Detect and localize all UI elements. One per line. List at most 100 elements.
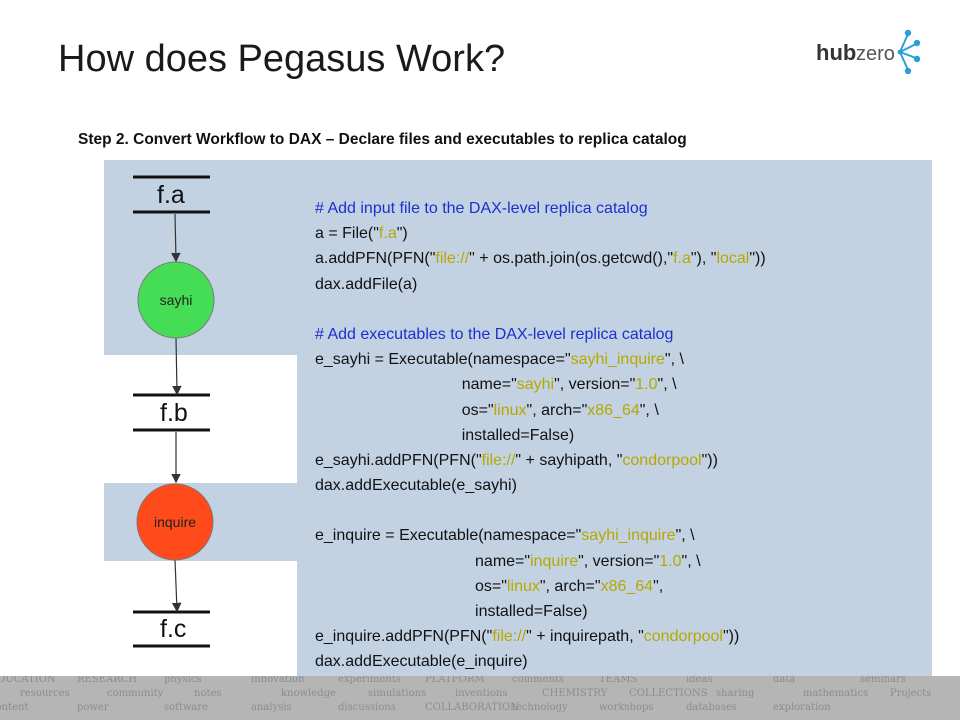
logo-zero-text: zero [856,43,895,65]
inquire-node-label: inquire [153,514,197,530]
sayhi-job-node [137,261,215,339]
code-text: e_sayhi = Executable(namespace=" [315,351,571,369]
code-line: name="inquire", version="1.0", \ [315,549,766,574]
code-string: linux [493,401,527,419]
inquire-job-node [136,483,214,561]
code-line: # Add input file to the DAX-level replic… [315,196,766,221]
code-text: " + sayhipath, " [515,451,623,469]
banner-word: data [773,676,796,685]
banner-word: software [164,702,209,713]
code-text: ", \ [664,351,684,369]
code-text: name=" [315,552,531,570]
code-line: # Add executables to the DAX-level repli… [315,322,766,347]
code-text: ", [653,577,664,595]
code-text: "), " [690,250,717,268]
banner-word: COLLECTIONS [629,688,708,699]
code-string: inquire [530,552,579,570]
dax-code-block: # Add input file to the DAX-level replic… [315,196,766,675]
code-text: e_inquire = Executable(namespace=" [315,527,582,545]
code-string: 1.0 [635,376,658,394]
code-comment: # Add input file to the DAX-level replic… [315,200,648,217]
sayhi-node-label: sayhi [159,292,193,308]
banner-word: discussions [338,702,396,713]
code-line: e_sayhi = Executable(namespace="sayhi_in… [315,347,766,372]
slide-subtitle: Step 2. Convert Workflow to DAX – Declar… [78,131,687,148]
banner-word: seminars [860,676,907,685]
banner-word: community [107,688,164,699]
code-text: " + inquirepath, " [526,628,644,646]
banner-word: mathematics [803,688,869,699]
code-text: ", arch=" [526,401,588,419]
edge-fa-sayhi [171,213,181,263]
code-text: ", version=" [578,552,660,570]
code-line: e_sayhi.addPFN(PFN("file://" + sayhipath… [315,448,766,473]
code-text: a.addPFN(PFN(" [315,250,436,268]
banner-word: EDUCATION [0,676,56,685]
banner-word: workshops [599,702,654,713]
code-string: x86_64 [587,401,640,419]
banner-word: simulations [368,688,427,699]
code-panel [297,160,932,685]
code-line: a.addPFN(PFN("file://" + os.path.join(os… [315,246,766,271]
code-string: local [716,250,750,268]
code-text: ", version=" [554,376,636,394]
code-string: file:// [492,628,527,646]
code-string: f.a [673,250,691,268]
code-text: e_inquire.addPFN(PFN(" [315,628,493,646]
code-line [315,297,766,322]
code-line: dax.addExecutable(e_inquire) [315,649,766,674]
code-string: condorpool [643,628,723,646]
code-string: 1.0 [659,552,682,570]
banner-word: power [77,702,109,713]
code-line: e_inquire.addPFN(PFN("file://" + inquire… [315,624,766,649]
code-line: dax.addExecutable(e_sayhi) [315,473,766,498]
file-b-label: f.b [160,399,188,427]
code-string: sayhi [516,376,555,394]
banner-word: CHEMISTRY [542,688,608,699]
edge-inquire-fc [171,559,182,613]
footer-word-banner: EDUCATIONRESEARCHphysicsinnovationexperi… [0,676,960,720]
banner-word: sharing [716,688,755,699]
code-text: ")) [749,250,766,268]
banner-word: databases [686,702,737,713]
banner-word: innovation [251,676,305,685]
code-text: " + os.path.join(os.getcwd()," [469,250,674,268]
code-line: name="sayhi", version="1.0", \ [315,372,766,397]
code-string: linux [506,577,540,595]
file-a-label: f.a [157,181,185,209]
edge-sayhi-fb [172,337,182,396]
code-line: installed=False) [315,423,766,448]
banner-word: TEAMS [599,676,638,685]
code-text: installed=False) [315,603,588,620]
code-string: x86_64 [600,577,654,595]
code-line: os="linux", arch="x86_64", \ [315,398,766,423]
file-c-label: f.c [160,615,187,643]
code-line: installed=False) [315,599,766,624]
banner-word: analysis [251,702,292,713]
banner-word: COLLABORATION [425,702,519,713]
code-text: dax.addExecutable(e_inquire) [315,653,528,671]
banner-word: exploration [773,702,831,713]
banner-word: inventions [455,688,508,699]
banner-word: RESEARCH [77,676,138,685]
code-text: ")) [722,628,740,646]
slide-title: How does Pegasus Work? [58,38,506,80]
hubzero-logo: hub zero [812,24,922,80]
code-text: ", \ [657,376,677,394]
code-text: ", \ [639,401,659,419]
code-line: e_inquire = Executable(namespace="sayhi_… [315,523,766,548]
code-text: ") [396,225,408,243]
code-text: a = File(" [315,225,379,243]
code-string: file:// [481,451,516,469]
banner-word: content [0,702,29,713]
banner-word: comments [512,676,565,685]
logo-hub-text: hub [816,40,856,65]
code-text: os=" [315,577,507,595]
code-line [315,498,766,523]
code-line: os="linux", arch="x86_64", [315,574,766,599]
code-text: name=" [315,376,517,394]
code-text: e_sayhi.addPFN(PFN(" [315,451,482,469]
code-line: dax.addFile(a) [315,272,766,297]
banner-word: physics [164,676,202,685]
